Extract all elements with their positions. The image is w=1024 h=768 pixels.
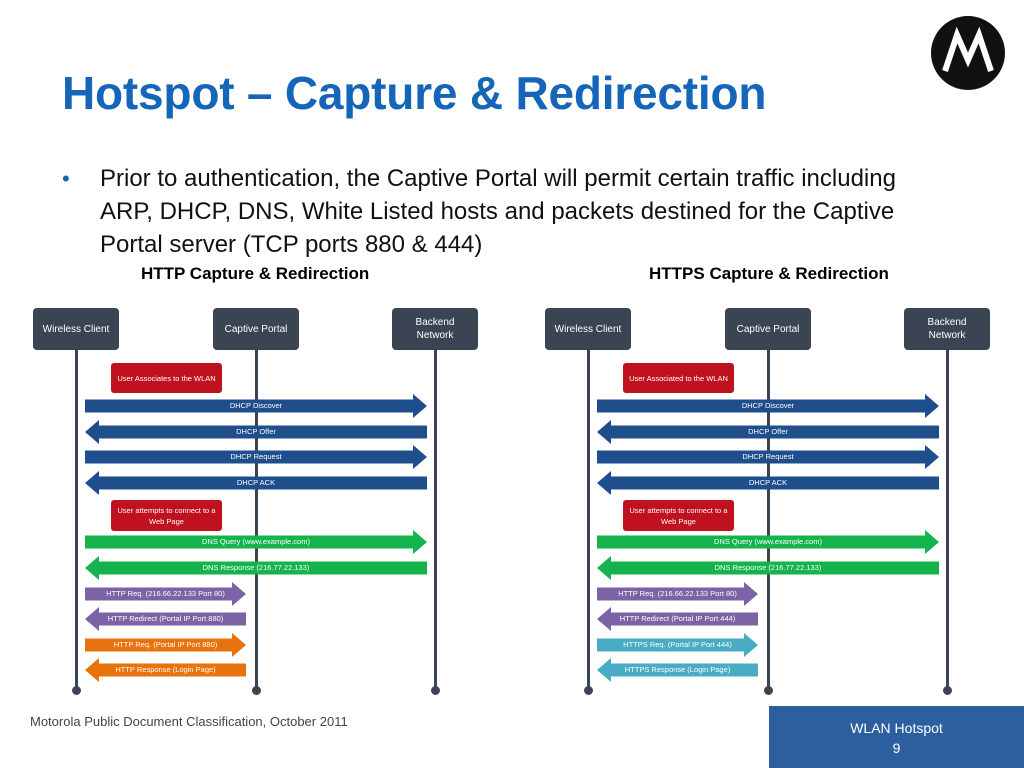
message-arrow-dns-response-216-77-22-133: DNS Response (216.77.22.133)	[85, 556, 427, 580]
message-arrow-https-response-login-page: HTTPS Response (Login Page)	[597, 658, 758, 682]
message-arrow-dhcp-discover: DHCP Discover	[597, 394, 939, 418]
message-arrow-dhcp-ack: DHCP ACK	[85, 471, 427, 495]
arrow-shape	[85, 658, 246, 682]
message-arrow-http-redirect-portal-ip-port-880: HTTP Redirect (Portal IP Port 880)	[85, 607, 246, 631]
message-arrow-http-req-portal-ip-port-880: HTTP Req. (Portal IP Port 880)	[85, 633, 246, 657]
arrow-shape	[597, 556, 939, 580]
message-arrow-http-req-216-66-22-133-port-80: HTTP Req. (216.66.22.133 Port 80)	[597, 582, 758, 606]
message-arrow-dhcp-request: DHCP Request	[597, 445, 939, 469]
message-arrow-dns-query-www-example-com: DNS Query (www.example.com)	[597, 530, 939, 554]
actor-wireless-client: Wireless Client	[33, 308, 119, 350]
arrow-shape	[85, 633, 246, 657]
diagram-heading-https: HTTPS Capture & Redirection	[649, 264, 889, 283]
message-label: DHCP Request	[230, 452, 282, 461]
actor-captive-portal: Captive Portal	[725, 308, 811, 350]
message-arrow-dhcp-discover: DHCP Discover	[85, 394, 427, 418]
message-label: DNS Response (216.77.22.133)	[714, 563, 822, 572]
arrow-shape	[597, 582, 758, 606]
lifeline-captive-portal	[764, 350, 773, 695]
message-label: DNS Query (www.example.com)	[202, 537, 310, 546]
message-arrow-http-response-login-page: HTTP Response (Login Page)	[85, 658, 246, 682]
message-arrow-dhcp-request: DHCP Request	[85, 445, 427, 469]
footer-section-title: WLAN Hotspot	[850, 720, 943, 736]
message-label: HTTP Redirect (Portal IP Port 444)	[619, 614, 736, 623]
message-label: HTTP Req. (216.66.22.133 Port 80)	[106, 589, 225, 598]
arrow-shape	[85, 607, 246, 631]
message-label: HTTP Redirect (Portal IP Port 880)	[107, 614, 224, 623]
event-note: User attempts to connect to a Web Page	[623, 500, 734, 531]
message-arrow-dhcp-offer: DHCP Offer	[597, 420, 939, 444]
message-label: DHCP Discover	[741, 401, 795, 410]
bullet-text: Prior to authentication, the Captive Por…	[100, 165, 896, 258]
motorola-logo-icon	[931, 16, 1005, 90]
arrow-shape	[85, 530, 427, 554]
footer-page-box: WLAN Hotspot 9	[769, 706, 1024, 768]
arrow-shape	[85, 445, 427, 469]
message-label: HTTP Req. (216.66.22.133 Port 80)	[618, 589, 737, 598]
arrow-shape	[597, 471, 939, 495]
message-label: DNS Query (www.example.com)	[714, 537, 822, 546]
lifeline-wireless-client	[72, 350, 81, 695]
diagram-heading-http: HTTP Capture & Redirection	[141, 264, 370, 283]
event-note: User attempts to connect to a Web Page	[111, 500, 222, 531]
event-note: User Associates to the WLAN	[111, 363, 222, 393]
arrow-shape	[85, 471, 427, 495]
slide-title: Hotspot – Capture & Redirection	[62, 67, 767, 119]
message-arrow-dns-query-www-example-com: DNS Query (www.example.com)	[85, 530, 427, 554]
event-note: User Associated to the WLAN	[623, 363, 734, 393]
message-arrow-dhcp-offer: DHCP Offer	[85, 420, 427, 444]
arrow-shape	[597, 633, 758, 657]
actor-wireless-client: Wireless Client	[545, 308, 631, 350]
arrow-shape	[85, 556, 427, 580]
sequence-diagram-https: Wireless Client Captive Portal Backend Net…	[512, 300, 990, 700]
message-label: HTTP Response (Login Page)	[115, 665, 216, 674]
message-label: DHCP Request	[742, 452, 794, 461]
message-label: HTTP Req. (Portal IP Port 880)	[113, 640, 218, 649]
actor-backend-network: Backend Network	[904, 308, 990, 350]
footer-classification: Motorola Public Document Classification,…	[30, 714, 348, 729]
message-label: DNS Response (216.77.22.133)	[202, 563, 310, 572]
lifeline-captive-portal	[252, 350, 261, 695]
message-label: DHCP ACK	[236, 478, 276, 487]
bullet-dot-icon: •	[62, 166, 70, 191]
message-label: HTTPS Response (Login Page)	[624, 665, 731, 674]
actor-backend-network: Backend Network	[392, 308, 478, 350]
arrow-shape	[597, 658, 758, 682]
message-arrow-dhcp-ack: DHCP ACK	[597, 471, 939, 495]
page-number: 9	[892, 740, 901, 756]
message-arrow-http-req-216-66-22-133-port-80: HTTP Req. (216.66.22.133 Port 80)	[85, 582, 246, 606]
message-arrow-http-redirect-portal-ip-port-444: HTTP Redirect (Portal IP Port 444)	[597, 607, 758, 631]
arrow-shape	[85, 582, 246, 606]
arrow-shape	[85, 394, 427, 418]
actor-captive-portal: Captive Portal	[213, 308, 299, 350]
arrow-shape	[597, 394, 939, 418]
message-label: DHCP Offer	[748, 427, 788, 436]
message-label: HTTPS Req. (Portal IP Port 444)	[623, 640, 732, 649]
message-arrow-dns-response-216-77-22-133: DNS Response (216.77.22.133)	[597, 556, 939, 580]
lifeline-wireless-client	[584, 350, 593, 695]
arrow-shape	[597, 420, 939, 444]
message-label: DHCP ACK	[748, 478, 788, 487]
sequence-diagram-http: Wireless Client Captive Portal Backend Net…	[0, 300, 478, 700]
message-label: DHCP Offer	[236, 427, 276, 436]
message-arrow-https-req-portal-ip-port-444: HTTPS Req. (Portal IP Port 444)	[597, 633, 758, 657]
arrow-shape	[85, 420, 427, 444]
arrow-shape	[597, 607, 758, 631]
message-label: DHCP Discover	[229, 401, 283, 410]
lifeline-backend-network	[431, 350, 440, 695]
arrow-shape	[597, 530, 939, 554]
arrow-shape	[597, 445, 939, 469]
lifeline-backend-network	[943, 350, 952, 695]
